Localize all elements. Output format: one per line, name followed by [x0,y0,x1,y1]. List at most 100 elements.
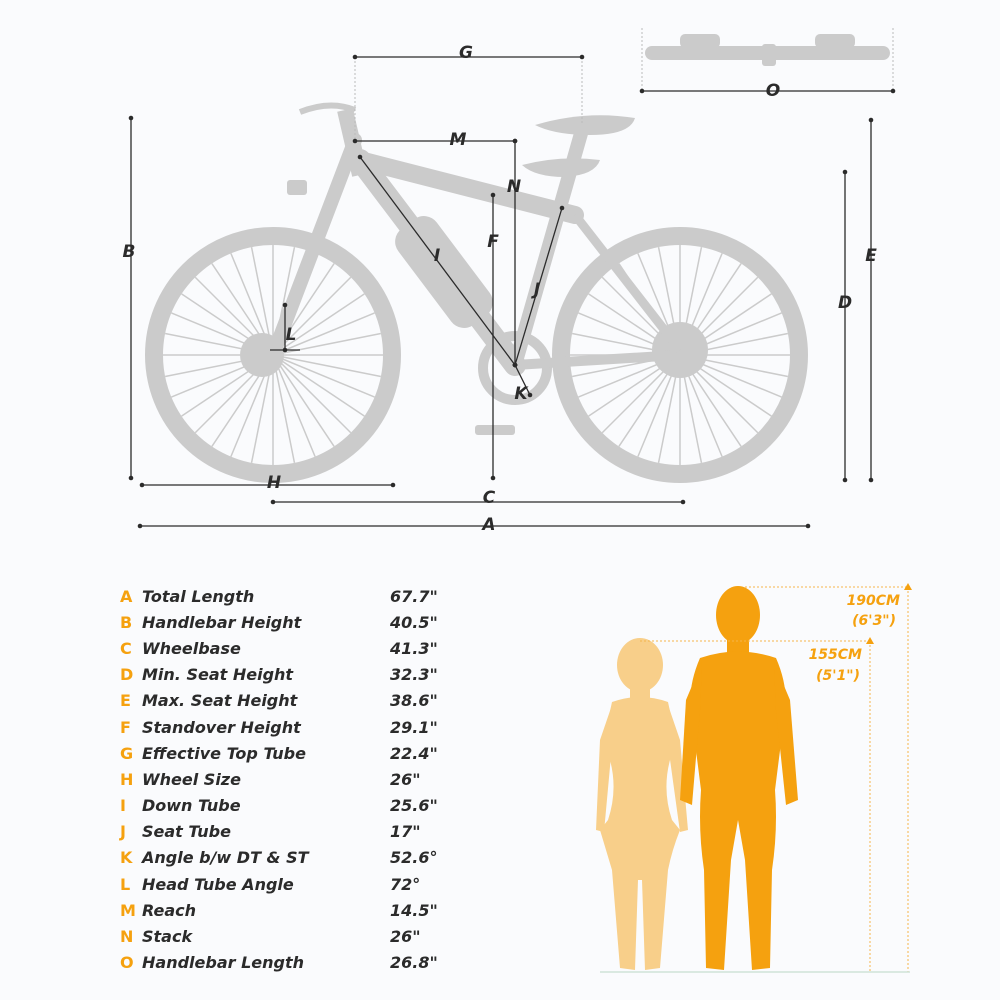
dimension-label-d: D [838,293,852,313]
spec-value: 67.7" [390,586,438,606]
arrow-up-icon [904,583,912,590]
handlebar-top-view [645,34,890,66]
spec-value: 14.5" [390,900,438,920]
dimension-endpoint [512,138,518,144]
wheel-spoke [272,354,296,464]
male-silhouette [680,586,798,970]
spec-key: H [120,769,134,789]
saddle-min [522,158,600,177]
dimension-endpoint [680,499,686,505]
wheel-spoke [272,276,352,356]
dimension-line-j [514,207,563,366]
spec-name: Wheel Size [142,769,241,789]
spec-key: M [120,900,136,920]
dimension-endpoint [639,88,645,94]
dimension-endpoint [390,482,396,488]
spec-key: O [120,953,134,973]
male-height-ft: (6'3") [852,613,896,629]
wheel-spoke [272,354,316,457]
wheel-spoke [272,293,365,356]
spec-name: Max. Seat Height [142,691,298,711]
dimension-label-f: F [487,232,499,252]
spec-name: Stack [142,927,193,947]
female-height-cm: 155CM [809,647,862,663]
dimension-endpoint [527,392,533,398]
male-height-cm: 190CM [847,593,900,609]
spec-value: 41.3" [390,638,438,658]
spec-value: 40.5" [390,612,438,632]
bike-illustration [145,102,808,483]
spec-value: 25.6" [390,796,438,816]
wheel-spoke [272,354,365,417]
dimension-endpoint [868,477,874,483]
spec-name: Handlebar Height [142,612,302,632]
dimension-endpoint [490,475,496,481]
dimension-line-k [514,364,531,396]
spec-key: B [120,612,133,632]
dimension-label-n: N [507,177,521,197]
dimension-endpoint [890,88,896,94]
spec-value: 29.1" [390,717,438,737]
spec-name: Seat Tube [142,822,231,842]
spec-name: Down Tube [142,796,241,816]
spec-name: Reach [142,900,197,920]
dimension-endpoint [137,523,143,529]
spec-key: L [120,874,131,894]
spec-name: Head Tube Angle [142,874,294,894]
female-silhouette [596,638,688,970]
spec-name: Angle b/w DT & ST [142,848,309,868]
dimension-label-c: C [483,488,496,508]
headlight [287,180,307,195]
dimension-label-o: O [766,81,780,101]
dimension-endpoint [490,192,496,198]
spec-row: J Seat Tube 17" [120,819,450,845]
dimension-endpoint [805,523,811,529]
spec-name: Min. Seat Height [142,665,294,685]
dimension-line-i [359,156,516,366]
dimension-label-j: J [531,280,540,300]
front-wheel [145,227,401,483]
spec-name: Handlebar Length [142,953,305,973]
dimension-label-i: I [434,246,440,266]
dimension-endpoint [842,169,848,175]
pedal [475,425,515,435]
dimension-endpoint [282,302,288,308]
spec-name: Total Length [142,586,255,606]
saddle-max [535,115,635,135]
spec-key: D [120,665,134,685]
dimension-label-m: M [450,130,467,150]
wheel-spoke [272,354,352,434]
dimension-label-b: B [123,242,136,262]
wheel-spoke [272,354,335,447]
spec-value: 26" [390,927,421,947]
female-height-ft: (5'1") [816,668,860,684]
spec-row: L Head Tube Angle 72° [120,871,450,897]
wheel-spoke [272,312,375,356]
dimension-label-g: G [459,43,473,63]
dimension-endpoint [579,54,585,60]
spec-key: I [120,796,126,816]
spec-name: Effective Top Tube [142,743,306,763]
dimension-endpoint [868,117,874,123]
spec-key: J [120,822,126,842]
dimension-endpoint [128,475,134,481]
arrow-up-icon [866,637,874,644]
spec-key: K [120,848,133,868]
dimension-label-a: A [480,515,495,535]
spec-row: B Handlebar Height 40.5" [120,609,450,635]
dimension-label-l: L [286,325,297,345]
dimension-endpoint [139,482,145,488]
spec-value: 72° [390,874,421,894]
spec-key: E [120,691,131,711]
dimension-label-e: E [865,246,877,266]
battery [395,216,493,328]
spec-value: 17" [390,822,421,842]
dimension-endpoint [352,138,358,144]
